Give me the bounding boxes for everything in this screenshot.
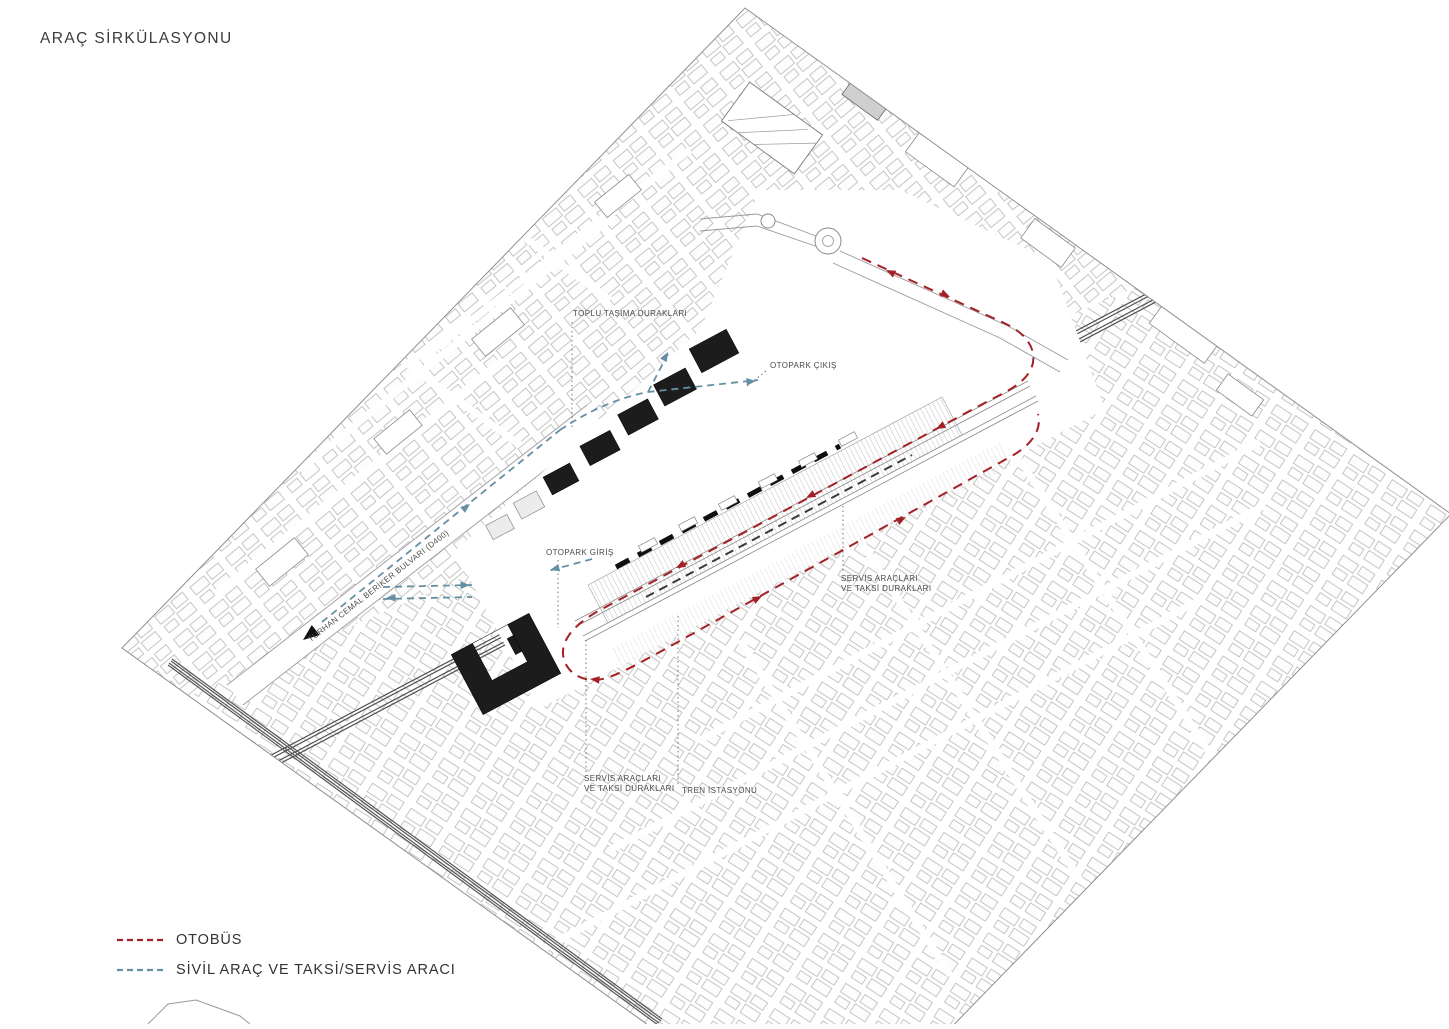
label-servis-right-2: VE TAKSİ DURAKLARI (841, 584, 932, 593)
legend-label-bus: OTOBÜS (176, 932, 243, 948)
block-outlines (255, 128, 1265, 587)
canopy-blocks (638, 431, 858, 553)
label-otopark-cikis: OTOPARK ÇIKIŞ (770, 361, 837, 370)
label-servis-left-1: SERVİS ARAÇLARI (584, 774, 661, 783)
station-towers (450, 328, 740, 716)
warehouse-building (720, 81, 824, 175)
platform-strip-2 (612, 442, 1012, 672)
u-shaped-building (450, 612, 562, 716)
leader-lines (557, 322, 844, 784)
label-servis-right-1: SERVİS ARAÇLARI (841, 574, 918, 583)
bus-route (561, 257, 1040, 682)
bus-route-swatch (117, 938, 167, 942)
street-gaps (212, 147, 1267, 977)
legend-item-civil: SİVİL ARAÇ VE TAKSİ/SERVİS ARACI (117, 955, 456, 985)
page-title: ARAÇ SİRKÜLASYONU (40, 30, 233, 47)
roundabout-large-island (822, 235, 834, 247)
railway-cross (167, 658, 663, 1026)
sheet-boundary (121, 7, 1449, 1029)
civil-route-swatch (117, 968, 167, 972)
platform-edge-dashed (645, 454, 913, 598)
legend-item-bus: OTOBÜS (117, 925, 456, 955)
legend-label-civil: SİVİL ARAÇ VE TAKSİ/SERVİS ARACI (176, 962, 456, 978)
label-servis-left-2: VE TAKSİ DURAKLARI (584, 784, 675, 793)
label-tren-istasyonu: TREN İSTASYONU (682, 786, 757, 795)
roundabout-small (760, 213, 776, 229)
light-blocks (485, 490, 546, 541)
legend: OTOBÜS SİVİL ARAÇ VE TAKSİ/SERVİS ARACI (117, 925, 456, 985)
label-toplu-tasima: TOPLU TAŞIMA DURAKLARI (573, 309, 687, 318)
corner-fragment (147, 999, 251, 1025)
label-otopark-giris: OTOPARK GİRİŞ (546, 548, 614, 557)
